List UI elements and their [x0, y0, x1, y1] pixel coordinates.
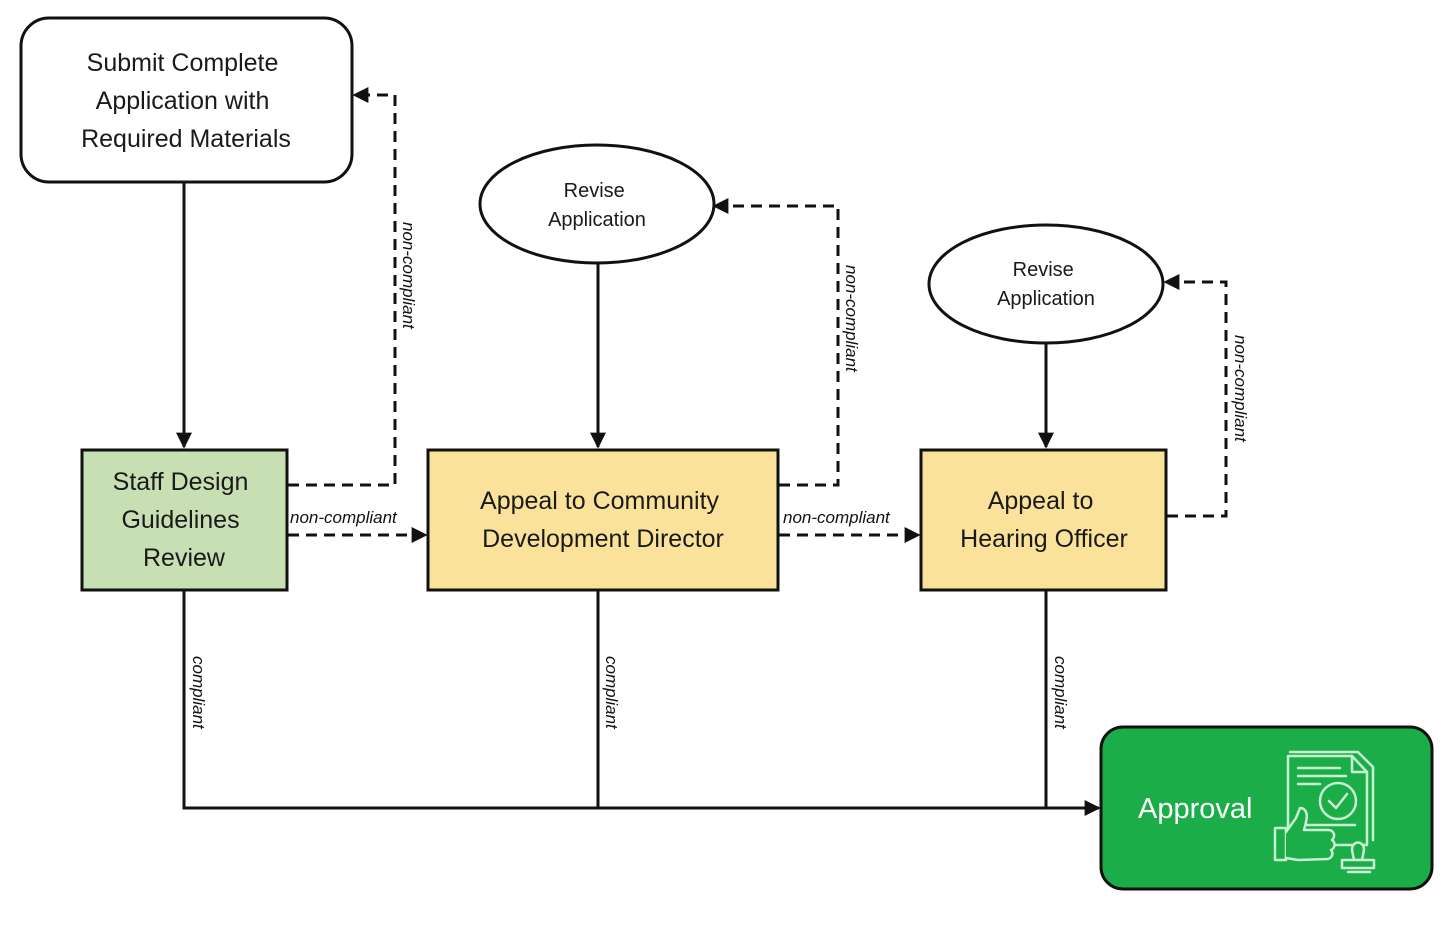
staff-review-line-2: Guidelines — [121, 506, 239, 534]
node-submit-application: Submit Complete Application with Require… — [19, 16, 354, 184]
staff-review-line-1: Staff Design — [113, 468, 249, 496]
hearing-line-1: Appeal to — [988, 487, 1094, 515]
approved-document-stamp-icon — [1273, 750, 1376, 874]
label-director-noncompliant-loop: non-compliant — [842, 265, 861, 373]
node-revise-application-2: Revise Application — [927, 223, 1165, 345]
svg-text:Staff Design Guidelines: Staff Design Guidelines Review — [113, 468, 256, 572]
revise-1-line-1: Revise — [564, 180, 625, 202]
connectors — [176, 87, 1228, 816]
svg-text:Appeal to Community Deve: Appeal to Community Development Director — [480, 487, 726, 553]
director-line-2: Development Director — [482, 525, 724, 553]
node-appeal-hearing-officer: Appeal to Hearing Officer — [919, 448, 1168, 592]
svg-text:Revise Application: Revise Application — [548, 180, 646, 231]
arrow-hearing-to-revise2 — [1163, 274, 1228, 518]
label-review-noncompliant-loop: non-compliant — [399, 222, 418, 330]
revise-1-line-2: Application — [548, 209, 646, 231]
node-approval: Approval — [1099, 725, 1434, 891]
label-hearing-compliant: compliant — [1051, 656, 1070, 730]
submit-line-1: Submit Complete — [87, 49, 279, 77]
submit-line-3: Required Materials — [81, 125, 291, 153]
director-line-1: Appeal to Community — [480, 487, 720, 515]
label-director-compliant: compliant — [602, 656, 621, 730]
edge-labels: non-compliant non-compliant non-complian… — [189, 222, 1250, 730]
svg-text:Appeal to Hearing Office: Appeal to Hearing Officer — [960, 487, 1128, 553]
label-hearing-noncompliant-loop: non-compliant — [1231, 335, 1250, 443]
label-director-noncompliant: non-compliant — [783, 508, 891, 527]
node-revise-application-1: Revise Application — [478, 143, 716, 265]
label-review-compliant: compliant — [189, 656, 208, 730]
hearing-line-2: Hearing Officer — [960, 525, 1128, 553]
revise-2-line-1: Revise — [1013, 259, 1074, 281]
revise-2-line-2: Application — [997, 288, 1095, 310]
approval-label: Approval — [1138, 793, 1252, 825]
node-appeal-director: Appeal to Community Development Director — [426, 448, 780, 592]
svg-text:Revise Application: Revise Application — [997, 259, 1095, 310]
arrow-director-to-revise1 — [712, 198, 840, 487]
staff-review-line-3: Review — [143, 544, 226, 572]
label-review-noncompliant: non-compliant — [290, 508, 398, 527]
node-staff-review: Staff Design Guidelines Review — [80, 448, 289, 592]
submit-line-2: Application with — [96, 87, 270, 115]
svg-text:Submit Complete Applicat: Submit Complete Application with Require… — [81, 49, 291, 153]
